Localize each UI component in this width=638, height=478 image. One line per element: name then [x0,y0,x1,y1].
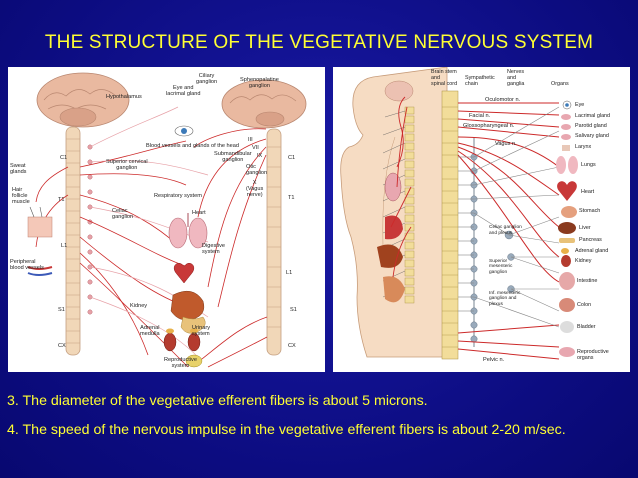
label-vessels-head: Blood vessels and glands of the head [146,143,239,149]
left-diagram-panel: Hypothalamus Eye and lacrimal gland Cili… [8,67,325,372]
organ-label-heart: Heart [581,189,595,195]
autonomic-pathways-illustration [27,72,307,368]
digestive-system-icon [170,290,206,334]
organ-label-adrenal: Adrenal gland [575,248,609,254]
label-submandibular-ganglion: Submandibular ganglion [214,151,252,164]
label-urinary-system: Urinary system [192,325,211,338]
label-vagus-nerve: X (Vagus nerve) [246,180,264,199]
label-pelvic-nerve: Pelvic n. [483,357,505,363]
organ-icons [556,100,578,357]
label-ciliary-ganglion: Ciliary ganglion [196,73,218,86]
spinal-cord-column [441,90,459,360]
organ-label-salivary: Salivary gland [575,133,609,139]
label-cx-left: CX [58,343,66,349]
brain-in-head-icon [384,80,414,102]
label-inferior-mesenteric: Inf. mesenteric ganglion and plexus [489,291,521,307]
label-l1-left: L1 [61,243,68,249]
vertebral-column [404,106,415,304]
label-c1-left: C1 [60,155,68,161]
label-cn-ix: IX [257,153,263,159]
label-peripheral-vessels: Peripheral blood vessels [10,259,44,272]
body-silhouette-and-nerves [340,67,578,360]
spinal-cord-right [266,128,282,356]
label-s1-left: S1 [58,307,65,313]
label-kidney: Kidney [130,303,148,309]
kidney-icon [163,328,201,352]
label-c1-right: C1 [288,155,296,161]
fact-fiber-diameter: 3. The diameter of the vegetative effere… [7,393,428,409]
label-cn-vii: VII [252,145,259,151]
organ-label-stomach: Stomach [579,208,601,214]
label-oculomotor-nerve: Oculomotor n. [485,97,521,103]
eye-icon [174,125,194,137]
sympathetic-chain-ganglia [87,144,93,315]
slide-title: THE STRUCTURE OF THE VEGETATIVE NERVOUS … [44,32,594,53]
lungs-icon [168,213,208,249]
label-t1-right: T1 [288,195,295,201]
label-superior-mesenteric: Superior mesenteric ganglion [489,259,513,275]
header-brain-stem: Brain stem and spinal cord [431,69,458,87]
label-reproductive-system: Reproductive system [164,357,197,370]
urinary-bladder-icon [185,354,203,368]
label-respiratory-system: Respiratory system [154,193,202,199]
hair-follicle-icon [27,206,53,238]
fact-impulse-speed: 4. The speed of the nervous impulse in t… [7,422,566,438]
label-eye-lacrimal: Eye and lacrimal gland [166,85,201,98]
header-organs: Organs [551,81,569,87]
spinal-cord-left [65,126,81,356]
label-facial-nerve: Facial n. [469,113,491,119]
label-hypothalamus: Hypothalamus [106,94,142,100]
organ-label-lacrimal: Lacrimal gland [575,113,611,119]
label-otic-ganglion: Otic ganglion [246,164,268,177]
label-glossopharyngeal-nerve: Glossopharyngeal n. [463,123,515,129]
sympathetic-chain [470,137,478,347]
label-superior-cervical-ganglion: Superior cervical ganglion [106,159,148,172]
right-diagram-panel: Brain stem and spinal cord Sympathetic c… [333,67,630,372]
parasympathetic-fibers [457,102,560,360]
label-heart: Heart [192,210,206,216]
label-vagus-nerve-right: Vagus n. [495,141,517,147]
organ-label-colon: Colon [577,302,592,308]
label-t1-left: T1 [58,197,65,203]
organ-label-larynx: Larynx [575,144,592,150]
organ-label-parotid: Parotid gland [575,123,607,129]
label-sweat-glands: Sweat glands [10,163,27,176]
label-digestive-system: Digestive system [202,243,226,256]
organ-label-kidney: Kidney [575,258,592,264]
label-celiac-plexus: Celiac ganglion and plexus [489,225,522,237]
organ-label-eye: Eye [575,102,585,108]
label-celiac-ganglion: Celiac ganglion [112,208,134,221]
organ-label-reproductive: Reproductive organs [577,349,609,361]
label-adrenal-medulla: Adrenal medulla [140,325,160,338]
brain-right-icon [221,79,307,129]
header-sympathetic-chain: Sympathetic chain [465,75,495,87]
label-sphenopalatine-ganglion: Sphenopalatine ganglion [240,77,279,90]
label-cn-iii: III [248,137,253,143]
label-s1-right: S1 [290,307,297,313]
organ-label-bladder: Bladder [577,324,596,330]
organ-label-lungs: Lungs [581,162,596,168]
label-hair-follicle: Hair follicle muscle [12,187,30,206]
brain-left-icon [36,72,130,128]
sympathetic-fibers [458,106,560,328]
organ-label-pancreas: Pancreas [579,237,602,243]
organ-label-intestine: Intestine [577,278,598,284]
body-organs [377,172,405,303]
header-nerves-ganglia: Nerves and ganglia [507,69,525,87]
heart-icon [173,263,195,284]
organ-label-liver: Liver [579,225,591,231]
blood-vessel-icon [27,266,53,276]
label-l1-right: L1 [286,270,293,276]
label-cx-right: CX [288,343,296,349]
